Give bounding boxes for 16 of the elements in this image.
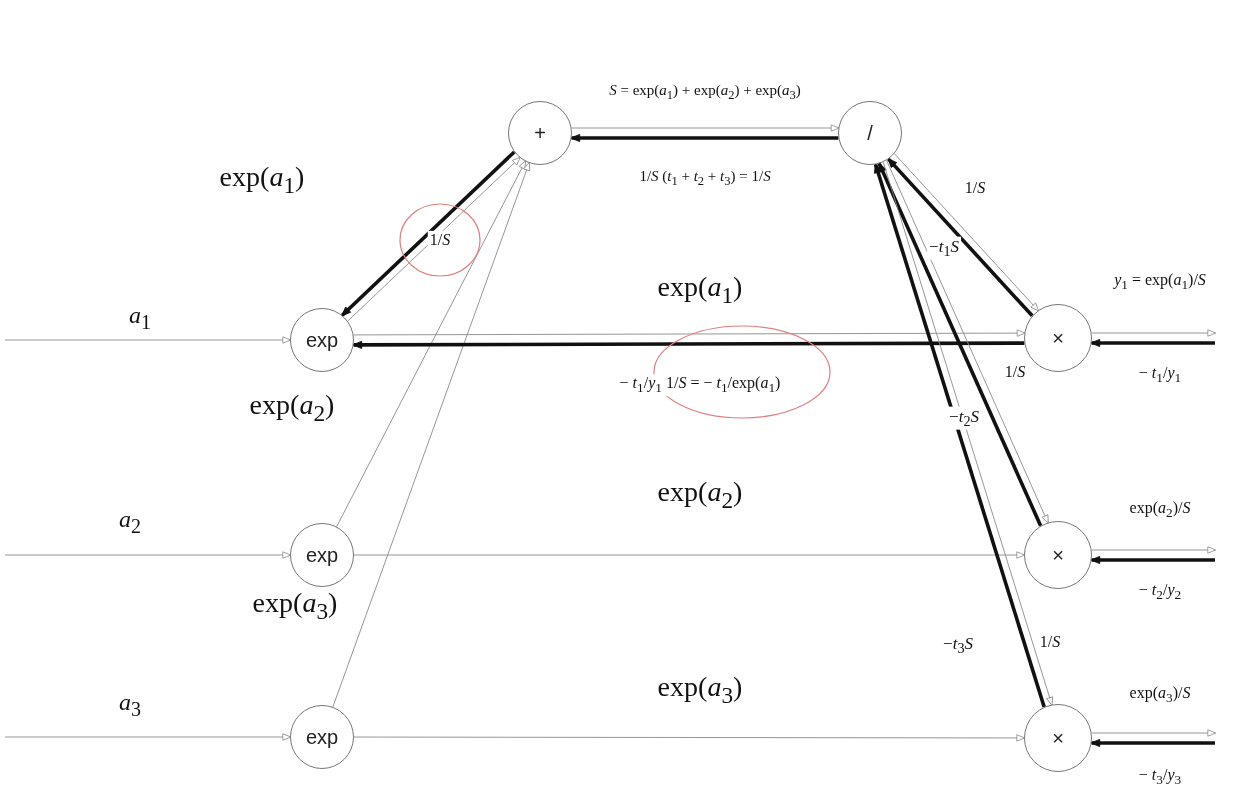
operator-symbol: × (1052, 326, 1064, 350)
operator-symbol: × (1052, 543, 1064, 567)
operator-symbol: + (534, 121, 546, 145)
gradient-arrow (352, 340, 1025, 349)
operator-symbol: exp (305, 328, 339, 352)
operator-symbol: / (867, 121, 873, 145)
gradient-arrow (1090, 738, 1215, 748)
gradient-arrow (570, 133, 839, 143)
gradient-arrow (1090, 338, 1215, 348)
operator-symbol: exp (305, 725, 339, 749)
edge-label: −t$_{2}$S (947, 406, 981, 430)
operator-symbol: exp (305, 543, 339, 567)
operator-symbol: × (1052, 726, 1064, 750)
edge-label: −t$_{1}$S (927, 236, 961, 260)
gradient-arrow (1090, 555, 1215, 565)
edge-label: − t$_{1}$/y$_{1}$ 1/S = − t$_{1}$/exp(a$_{1}$) (617, 374, 783, 396)
